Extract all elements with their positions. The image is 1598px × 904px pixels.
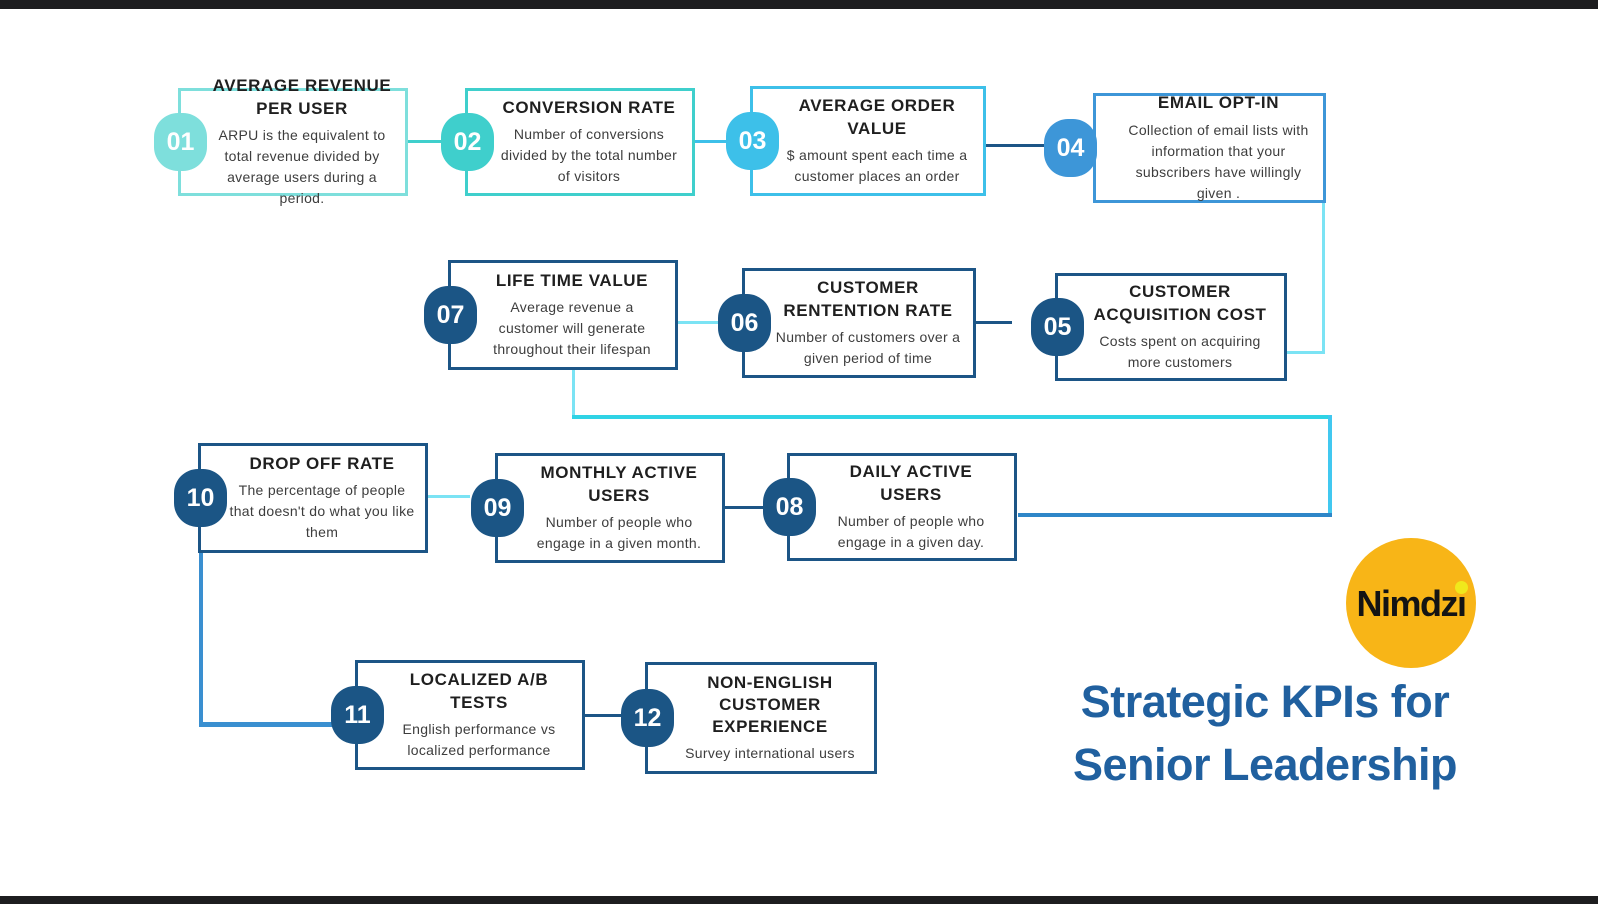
kpi-description-09: Number of people who engage in a given m… [536, 513, 702, 551]
nimdzi-logo-text: Nimdzi [1356, 583, 1467, 624]
kpi-box-localized-ab-tests: 11 LOCALIZED A/B TESTS English performan… [331, 660, 585, 770]
page-title-line2: Senior Leadership [1072, 739, 1458, 790]
kpi-box-average-order-value: 03 AVERAGE ORDER VALUE $ amount spent ea… [726, 86, 986, 196]
kpi-title-05: CUSTOMER ACQUISITION COST [1093, 282, 1267, 324]
kpi-number-badge-05: 05 [1031, 298, 1084, 356]
connector-02-03 [695, 140, 751, 143]
connector-10-11 [199, 722, 332, 727]
kpi-box-average-revenue-per-user: 01 AVERAGE REVENUE PER USER ARPU is the … [154, 76, 408, 206]
kpi-description-02: Number of conversions divided by the tot… [500, 126, 678, 185]
connector-11-12 [585, 714, 623, 717]
kpi-title-11: LOCALIZED A/B TESTS [409, 670, 549, 712]
connector-04-down [1322, 202, 1325, 354]
kpi-title-08: DAILY ACTIVE USERS [849, 462, 973, 504]
kpi-number-badge-11: 11 [331, 686, 384, 744]
connector-10-down [199, 551, 203, 726]
page-title-line1: Strategic KPIs for [1080, 676, 1450, 727]
kpi-box-monthly-active-users: 09 MONTHLY ACTIVE USERS Number of people… [471, 453, 725, 563]
kpi-number-badge-03: 03 [726, 112, 779, 170]
kpi-title-07: LIFE TIME VALUE [495, 270, 649, 290]
kpi-number-badge-08: 08 [763, 478, 816, 536]
kpi-description-11: English performance vs localized perform… [402, 720, 556, 758]
kpi-number-badge-12: 12 [621, 689, 674, 747]
kpi-title-09: MONTHLY ACTIVE USERS [540, 463, 698, 505]
kpi-box-non-english-customer-experience: 12 NON-ENGLISH CUSTOMER EXPERIENCE Surve… [621, 662, 877, 774]
nimdzi-logo: Nimdzi [1346, 538, 1476, 668]
connector-04-05 [1286, 351, 1325, 354]
kpi-description-06: Number of customers over a given period … [775, 328, 961, 366]
kpi-description-01: ARPU is the equivalent to total revenue … [218, 126, 386, 206]
connector-08-right [1018, 513, 1332, 517]
kpi-number-badge-10: 10 [174, 469, 227, 527]
connector-10-09 [428, 495, 470, 498]
kpi-description-04: Collection of email lists with informati… [1128, 121, 1309, 201]
kpi-number-badge-06: 06 [718, 294, 771, 352]
connector-07-06 [678, 321, 722, 324]
kpi-number-badge-01: 01 [154, 113, 207, 171]
kpi-description-08: Number of people who engage in a given d… [837, 512, 985, 550]
kpi-box-email-opt-in: 04 EMAIL OPT-IN Collection of email list… [1044, 93, 1326, 203]
kpi-description-07: Average revenue a customer will generate… [493, 299, 651, 358]
kpi-title-06: CUSTOMER RENTENTION RATE [783, 278, 953, 320]
kpi-title-02: CONVERSION RATE [502, 97, 676, 117]
kpi-number-badge-02: 02 [441, 113, 494, 171]
kpi-description-05: Costs spent on acquiring more customers [1099, 332, 1261, 370]
connector-07-down [572, 370, 575, 418]
connector-right-vertical [1328, 415, 1332, 517]
kpi-box-life-time-value: 07 LIFE TIME VALUE Average revenue a cus… [424, 260, 678, 370]
kpi-box-customer-acquisition-cost: 05 CUSTOMER ACQUISITION COST Costs spent… [1031, 273, 1287, 381]
page-title: Strategic KPIs for Senior Leadership [1005, 670, 1525, 796]
kpi-title-04: EMAIL OPT-IN [1157, 93, 1280, 113]
kpi-number-badge-09: 09 [471, 479, 524, 537]
kpi-box-conversion-rate: 02 CONVERSION RATE Number of conversions… [441, 88, 695, 196]
connector-06-05 [976, 321, 1012, 324]
connector-09-08 [725, 506, 763, 509]
top-black-bar [0, 0, 1598, 9]
kpi-title-03: AVERAGE ORDER VALUE [798, 96, 956, 138]
bottom-black-bar [0, 896, 1598, 904]
kpi-number-badge-04: 04 [1044, 119, 1097, 177]
kpi-box-customer-retention-rate: 06 CUSTOMER RENTENTION RATE Number of cu… [718, 268, 976, 378]
kpi-description-12: Survey international users [685, 745, 855, 762]
connector-01-02 [408, 140, 466, 143]
kpi-title-12: NON-ENGLISH CUSTOMER EXPERIENCE [707, 672, 833, 737]
connector-03-04 [986, 144, 1046, 147]
kpi-title-10: DROP OFF RATE [249, 453, 395, 473]
connector-middle-horizontal [572, 415, 1332, 419]
kpi-description-10: The percentage of people that doesn't do… [229, 482, 415, 541]
nimdzi-logo-i-dot [1455, 581, 1468, 594]
kpi-box-drop-off-rate: 10 DROP OFF RATE The percentage of peopl… [174, 443, 428, 553]
kpi-box-daily-active-users: 08 DAILY ACTIVE USERS Number of people w… [763, 453, 1017, 561]
kpi-description-03: $ amount spent each time a customer plac… [786, 146, 968, 184]
kpi-number-badge-07: 07 [424, 286, 477, 344]
kpi-title-01: AVERAGE REVENUE PER USER [212, 76, 392, 118]
